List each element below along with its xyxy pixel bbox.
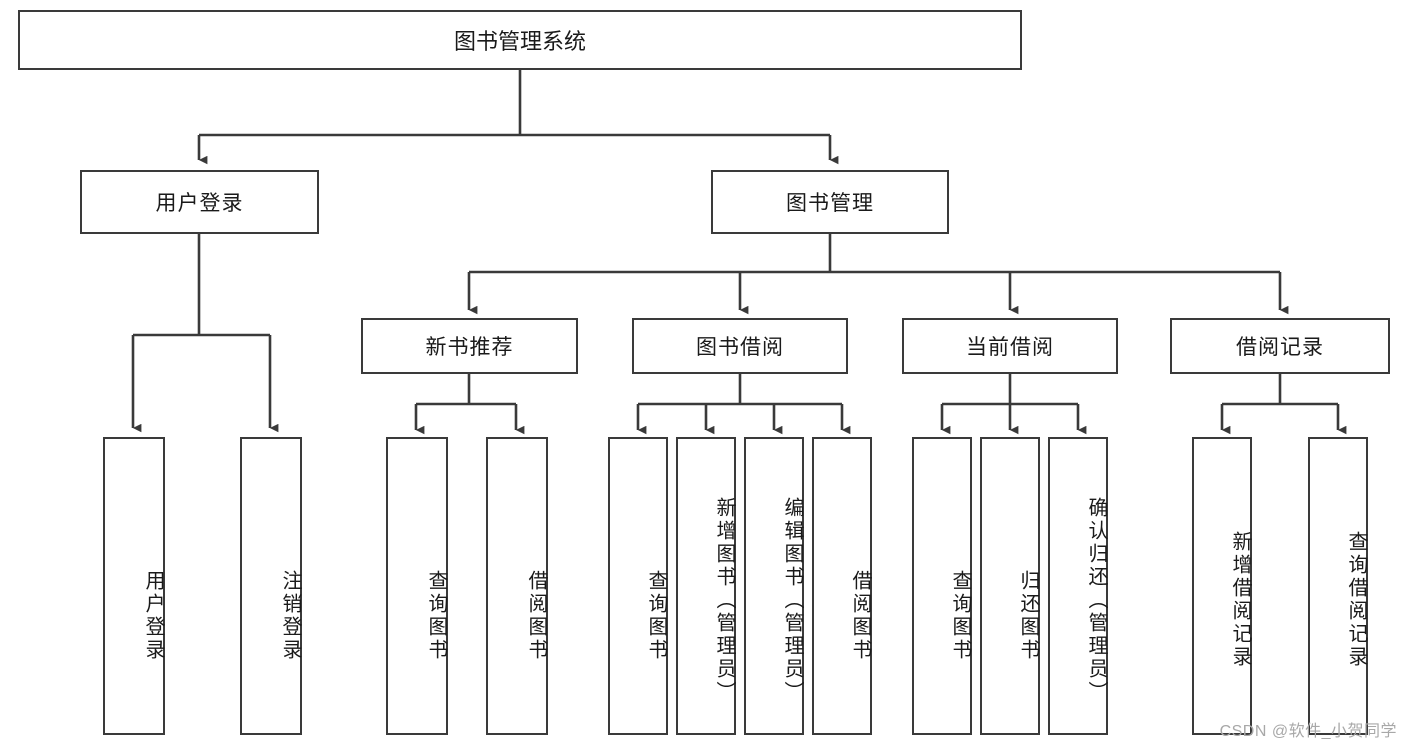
leaf-borrow-book[interactable]: 借阅图书 <box>812 437 872 735</box>
leaf-query-book-current[interactable]: 查询图书 <box>912 437 972 735</box>
node-book-borrow[interactable]: 图书借阅 <box>632 318 848 374</box>
node-borrow-record[interactable]: 借阅记录 <box>1170 318 1390 374</box>
node-current-borrow[interactable]: 当前借阅 <box>902 318 1118 374</box>
leaf-query-borrow-record[interactable]: 查询借阅记录 <box>1308 437 1368 735</box>
leaf-edit-book-admin[interactable]: 编辑图书（管理员） <box>744 437 804 735</box>
leaf-return-book[interactable]: 归还图书 <box>980 437 1040 735</box>
node-root-system[interactable]: 图书管理系统 <box>18 10 1022 70</box>
leaf-query-book-rec[interactable]: 查询图书 <box>386 437 448 735</box>
leaf-borrow-book-rec[interactable]: 借阅图书 <box>486 437 548 735</box>
leaf-query-book-borrow[interactable]: 查询图书 <box>608 437 668 735</box>
leaf-add-borrow-record[interactable]: 新增借阅记录 <box>1192 437 1252 735</box>
node-book-management[interactable]: 图书管理 <box>711 170 949 234</box>
leaf-logout[interactable]: 注销登录 <box>240 437 302 735</box>
leaf-add-book-admin[interactable]: 新增图书（管理员） <box>676 437 736 735</box>
csdn-watermark: CSDN @软件_小贺同学 <box>1219 723 1397 740</box>
node-new-book-recommend[interactable]: 新书推荐 <box>361 318 578 374</box>
node-user-login[interactable]: 用户登录 <box>80 170 319 234</box>
leaf-user-login[interactable]: 用户登录 <box>103 437 165 735</box>
leaf-confirm-return-admin[interactable]: 确认归还（管理员） <box>1048 437 1108 735</box>
